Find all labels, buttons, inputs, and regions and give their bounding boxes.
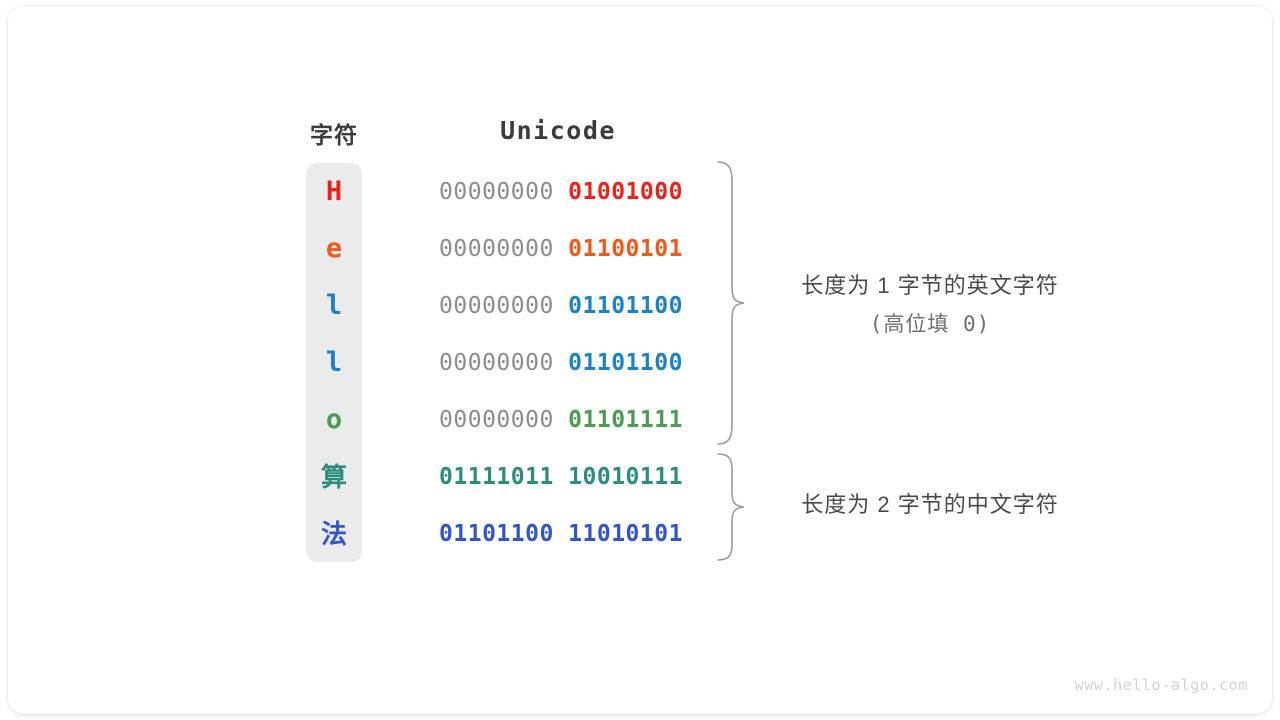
- column-header-character: 字符: [310, 122, 358, 148]
- byte-separator: [554, 293, 568, 319]
- row-high-byte: 00000000: [439, 406, 554, 433]
- row-low-byte: 11010101: [568, 520, 683, 547]
- row-low-byte: 01101100: [568, 292, 683, 319]
- row-high-byte: 01111011: [439, 463, 554, 490]
- row-unicode-bits: 01101100 11010101: [432, 505, 690, 562]
- annotation-double-byte-line1: 长度为 2 字节的中文字符: [801, 492, 1059, 517]
- byte-separator: [554, 521, 568, 547]
- byte-separator: [554, 464, 568, 490]
- annotation-single-byte: 长度为 1 字节的英文字符 (高位填 0): [760, 268, 1100, 338]
- row-high-byte: 00000000: [439, 235, 554, 262]
- row-low-byte: 01101111: [568, 406, 683, 433]
- row-unicode-bits: 01111011 10010111: [432, 448, 690, 505]
- row-character: 算: [320, 461, 347, 492]
- character-column-panel: [306, 163, 362, 562]
- byte-separator: [554, 350, 568, 376]
- encoding-row: e 00000000 01100101: [306, 220, 706, 277]
- encoding-row: o 00000000 01101111: [306, 391, 706, 448]
- annotation-double-byte: 长度为 2 字节的中文字符: [760, 487, 1100, 519]
- byte-separator: [554, 179, 568, 205]
- row-character: l: [325, 290, 343, 321]
- annotation-single-byte-line1: 长度为 1 字节的英文字符: [801, 273, 1059, 298]
- row-high-byte: 00000000: [439, 178, 554, 205]
- row-high-byte: 00000000: [439, 349, 554, 376]
- row-high-byte: 01101100: [439, 520, 554, 547]
- row-low-byte: 01001000: [568, 178, 683, 205]
- row-character: l: [325, 347, 343, 378]
- row-high-byte: 00000000: [439, 292, 554, 319]
- byte-separator: [554, 236, 568, 262]
- brace-double-byte: [717, 453, 745, 561]
- row-character: o: [325, 404, 343, 435]
- encoding-row: l 00000000 01101100: [306, 277, 706, 334]
- byte-separator: [554, 407, 568, 433]
- row-low-byte: 10010111: [568, 463, 683, 490]
- row-unicode-bits: 00000000 01101100: [432, 334, 690, 391]
- annotation-single-byte-line2: (高位填 0): [869, 312, 991, 336]
- row-unicode-bits: 00000000 01101111: [432, 391, 690, 448]
- encoding-row: 法 01101100 11010101: [306, 505, 706, 562]
- row-character: 法: [320, 518, 347, 549]
- figure-card: [8, 6, 1272, 714]
- brace-single-byte: [717, 161, 745, 445]
- row-low-byte: 01101100: [568, 349, 683, 376]
- row-unicode-bits: 00000000 01101100: [432, 277, 690, 334]
- encoding-row: H 00000000 01001000: [306, 163, 706, 220]
- column-header-unicode: Unicode: [500, 116, 616, 145]
- encoding-row: 算 01111011 10010111: [306, 448, 706, 505]
- row-character: H: [325, 176, 343, 207]
- row-low-byte: 01100101: [568, 235, 683, 262]
- watermark: www.hello-algo.com: [1074, 676, 1248, 694]
- row-unicode-bits: 00000000 01001000: [432, 163, 690, 220]
- row-character: e: [325, 233, 343, 264]
- row-unicode-bits: 00000000 01100101: [432, 220, 690, 277]
- encoding-row: l 00000000 01101100: [306, 334, 706, 391]
